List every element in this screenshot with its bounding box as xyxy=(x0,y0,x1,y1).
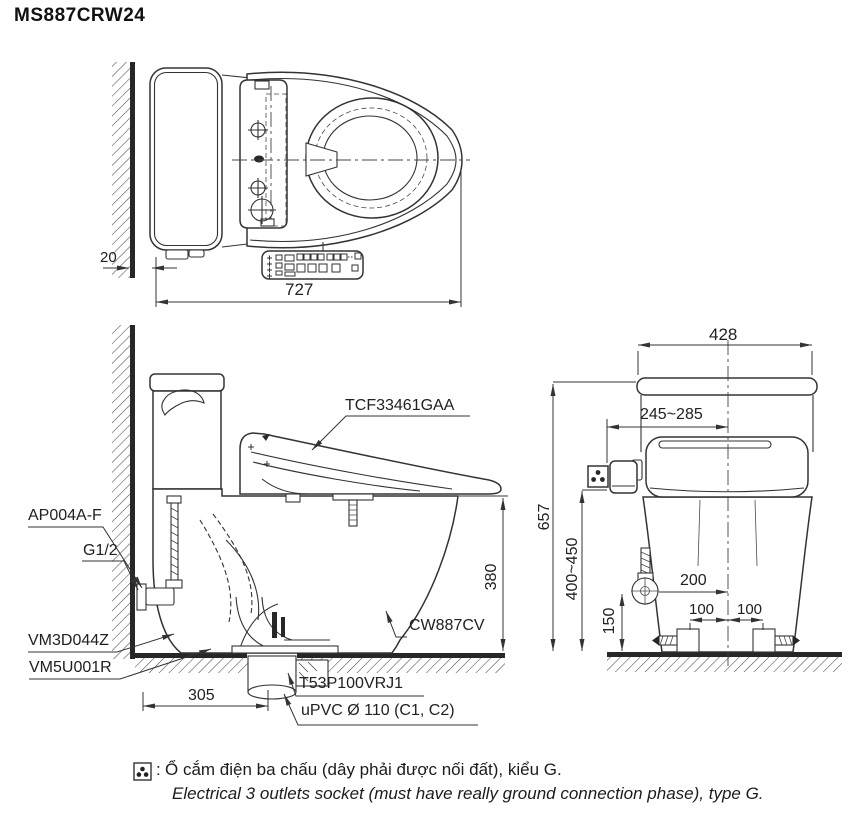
remote-control xyxy=(261,242,364,280)
dim-drain-offset: 305 xyxy=(188,687,215,704)
leader-lines xyxy=(28,415,478,726)
wall-section-top xyxy=(112,62,135,278)
drawing-title: MS887CRW24 xyxy=(14,5,146,26)
dim-socket-range: 245~285 xyxy=(640,406,703,423)
toilet-side-view xyxy=(149,373,459,654)
power-socket-front xyxy=(587,465,609,488)
hinge-marks xyxy=(248,120,276,224)
label-drain-pipe: uPVC Ø 110 (C1, C2) xyxy=(301,702,455,719)
floor-front xyxy=(607,652,842,672)
dim-overall-height: 657 xyxy=(536,503,553,531)
seat-rings-top-view xyxy=(305,97,439,219)
dim-width: 428 xyxy=(709,325,738,344)
side-view-dimensions xyxy=(142,495,508,711)
dim-bolt-pitch-right: 100 xyxy=(737,601,763,618)
note-colon: : xyxy=(156,760,161,779)
note-text-en: Electrical 3 outlets socket (must have r… xyxy=(172,784,764,803)
note-text-vi: Ổ cắm điện ba chấu (dây phải được nối đấ… xyxy=(165,760,562,779)
dim-supply-height: 150 xyxy=(601,607,618,635)
socket-icon xyxy=(591,470,605,482)
supply-hose-and-valve xyxy=(136,495,183,611)
dim-wall-gap: 20 xyxy=(100,249,117,266)
dim-supply-offset: 200 xyxy=(680,572,707,589)
label-drain-joint: T53P100VRJ1 xyxy=(299,675,404,692)
top-view-dimensions xyxy=(103,168,462,307)
toilet-front-view xyxy=(609,377,818,653)
label-thread-size: G1/2 xyxy=(83,542,118,559)
washlet-side-view xyxy=(239,432,502,527)
label-floor-flange: VM5U001R xyxy=(29,659,112,676)
remote-control-buttons xyxy=(267,252,362,279)
dim-socket-height: 400~450 xyxy=(564,537,581,601)
label-washlet-model: TCF33461GAA xyxy=(345,397,455,414)
front-view xyxy=(550,340,842,672)
washlet-top-view xyxy=(239,79,288,229)
dim-bolt-pitch-left: 100 xyxy=(689,601,715,618)
dim-rim-height: 380 xyxy=(483,563,500,591)
dim-overall-length: 727 xyxy=(285,280,314,299)
label-bowl-model: CW887CV xyxy=(409,617,485,634)
front-view-dimensions xyxy=(550,342,813,651)
side-view xyxy=(28,325,508,726)
label-flush-valve: VM3D044Z xyxy=(28,632,109,649)
supply-stub-front xyxy=(631,547,659,605)
drain-elbow xyxy=(231,596,339,654)
mounting-bolts-front xyxy=(652,628,800,653)
top-view xyxy=(103,62,470,307)
label-supply-valve: AP004A-F xyxy=(28,507,102,524)
tank-top-view xyxy=(149,67,223,260)
